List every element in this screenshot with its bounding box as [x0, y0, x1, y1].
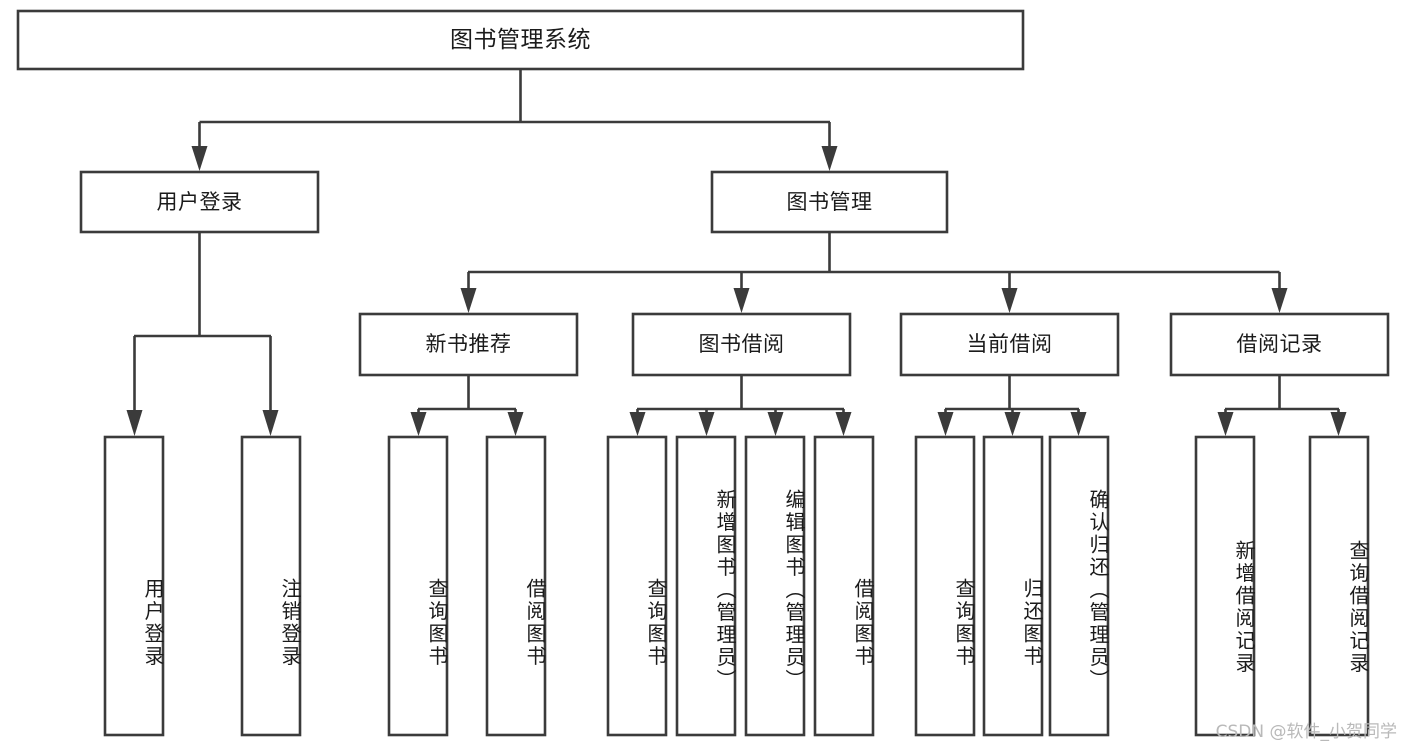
- node-box-user-login[interactable]: [79, 170, 320, 234]
- leaf-box[interactable]: [744, 435, 806, 737]
- arrow-head: [507, 412, 524, 436]
- arrow-head: [1070, 412, 1087, 436]
- leaf-box[interactable]: [675, 435, 737, 737]
- connector-layer: [126, 69, 1347, 436]
- arrow-head: [1330, 412, 1347, 436]
- box-layer: [16, 9, 1390, 737]
- arrow-head: [767, 412, 784, 436]
- arrow-head: [937, 412, 954, 436]
- arrow-head: [410, 412, 427, 436]
- node-box-borrow-record[interactable]: [1169, 312, 1390, 377]
- arrow-head: [126, 410, 143, 436]
- arrow-head: [191, 146, 208, 171]
- arrow-head: [835, 412, 852, 436]
- node-box-book-borrow[interactable]: [631, 312, 852, 377]
- arrow-head: [733, 288, 750, 313]
- arrow-head: [460, 288, 477, 313]
- arrow-head: [262, 410, 279, 436]
- node-box-root[interactable]: [16, 9, 1025, 71]
- arrow-head: [1001, 288, 1018, 313]
- arrow-head: [1271, 288, 1288, 313]
- leaf-box[interactable]: [387, 435, 449, 737]
- arrow-head: [1004, 412, 1021, 436]
- leaf-box[interactable]: [1194, 435, 1256, 737]
- arrow-head: [629, 412, 646, 436]
- leaf-box[interactable]: [103, 435, 165, 737]
- node-box-new-book-recommend[interactable]: [358, 312, 579, 377]
- leaf-box[interactable]: [982, 435, 1044, 737]
- leaf-box[interactable]: [914, 435, 976, 737]
- leaf-box[interactable]: [240, 435, 302, 737]
- arrow-head: [1217, 412, 1234, 436]
- leaf-box[interactable]: [485, 435, 547, 737]
- arrow-head: [821, 146, 838, 171]
- node-box-book-management[interactable]: [710, 170, 949, 234]
- leaf-box[interactable]: [606, 435, 668, 737]
- leaf-box[interactable]: [1048, 435, 1110, 737]
- leaf-box[interactable]: [1308, 435, 1370, 737]
- arrow-head: [698, 412, 715, 436]
- leaf-box[interactable]: [813, 435, 875, 737]
- node-box-current-borrow[interactable]: [899, 312, 1120, 377]
